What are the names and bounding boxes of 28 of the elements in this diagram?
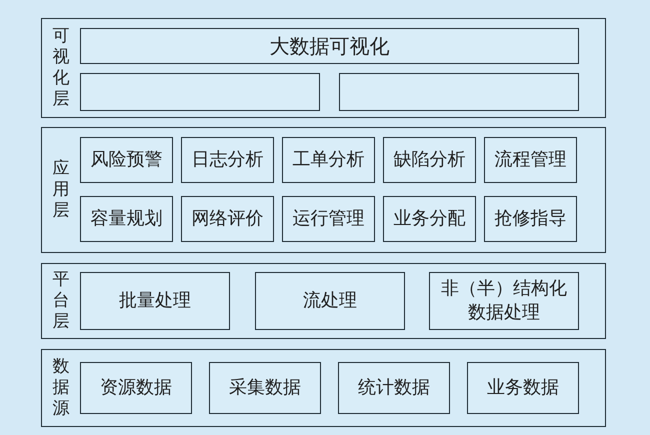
module-box: 业务分配 — [383, 196, 476, 242]
layer-label: 可视化层 — [52, 26, 70, 110]
module-box: 工单分析 — [282, 137, 375, 183]
layer-panel — [41, 18, 606, 118]
empty-box — [80, 73, 320, 111]
layer-panel — [41, 349, 606, 427]
module-box: 批量处理 — [80, 272, 230, 330]
module-box: 统计数据 — [338, 362, 450, 414]
module-box: 抢修指导 — [484, 196, 577, 242]
module-box: 日志分析 — [181, 137, 274, 183]
module-box: 网络评价 — [181, 196, 274, 242]
module-box: 缺陷分析 — [383, 137, 476, 183]
layer-label: 平台层 — [52, 270, 70, 332]
module-box: 采集数据 — [209, 362, 321, 414]
empty-box — [339, 73, 579, 111]
module-box: 流程管理 — [484, 137, 577, 183]
module-box: 流处理 — [255, 272, 405, 330]
layer-label: 数据源 — [52, 356, 70, 420]
module-box: 风险预警 — [80, 137, 173, 183]
layer-panel — [41, 127, 606, 253]
module-box: 非（半）结构化数据处理 — [429, 272, 579, 330]
module-box: 运行管理 — [282, 196, 375, 242]
module-box: 业务数据 — [467, 362, 579, 414]
layer-panel — [41, 263, 606, 339]
module-box: 容量规划 — [80, 196, 173, 242]
layer-label: 应用层 — [52, 158, 70, 222]
module-box: 大数据可视化 — [80, 28, 579, 64]
module-box: 资源数据 — [80, 362, 192, 414]
